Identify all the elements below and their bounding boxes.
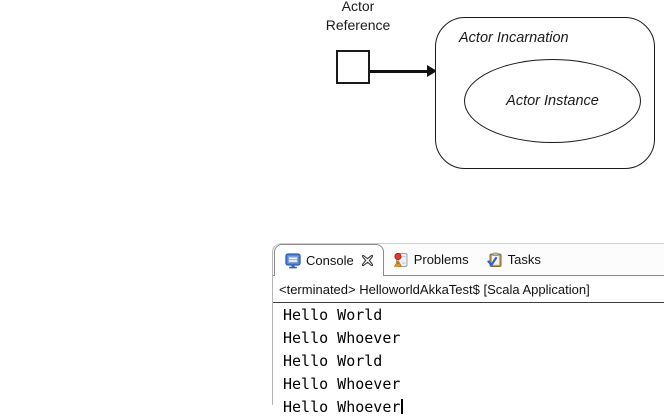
console-output-line: Hello World <box>283 352 383 370</box>
tab-console[interactable]: Console <box>274 244 384 276</box>
console-output-line: Hello Whoever <box>283 329 401 347</box>
console-output-line: Hello World <box>283 306 383 324</box>
actor-incarnation-label: Actor Incarnation <box>459 30 569 46</box>
actor-reference-label-line1: Actor <box>341 0 375 14</box>
console-output-area[interactable]: Hello World Hello Whoever Hello World He… <box>273 303 664 419</box>
close-x-icon[interactable] <box>361 255 373 266</box>
tasks-clipboard-icon <box>487 252 503 268</box>
tab-console-label: Console <box>306 253 354 268</box>
actor-incarnation-container: Actor Incarnation Actor Instance <box>435 17 655 169</box>
problems-markers-icon <box>393 252 409 268</box>
console-output-last-line-text: Hello Whoever <box>283 398 401 416</box>
console-view-panel: Console Problems <box>272 243 664 419</box>
console-monitor-icon <box>285 252 301 269</box>
reference-arrow-line <box>370 70 428 73</box>
console-output-line: Hello Whoever <box>283 375 401 393</box>
view-tab-bar: Console Problems <box>273 244 664 276</box>
actor-reference-node <box>336 50 370 84</box>
tab-tasks[interactable]: Tasks <box>478 244 550 275</box>
console-output-line: Hello Whoever <box>283 396 664 419</box>
tab-problems[interactable]: Problems <box>384 244 478 275</box>
text-caret <box>401 399 403 414</box>
tab-problems-label: Problems <box>413 252 469 267</box>
actor-diagram: Actor Reference Actor Incarnation Actor … <box>318 0 655 169</box>
reference-arrow-head-icon <box>427 65 437 77</box>
actor-reference-label-line2: Reference <box>325 17 391 33</box>
actor-reference-label: Actor Reference <box>318 0 398 35</box>
actor-instance-ellipse: Actor Instance <box>464 59 641 143</box>
actor-instance-label: Actor Instance <box>506 93 599 109</box>
console-status-line: <terminated> HelloworldAkkaTest$ [Scala … <box>273 276 664 303</box>
tab-tasks-label: Tasks <box>507 252 541 267</box>
